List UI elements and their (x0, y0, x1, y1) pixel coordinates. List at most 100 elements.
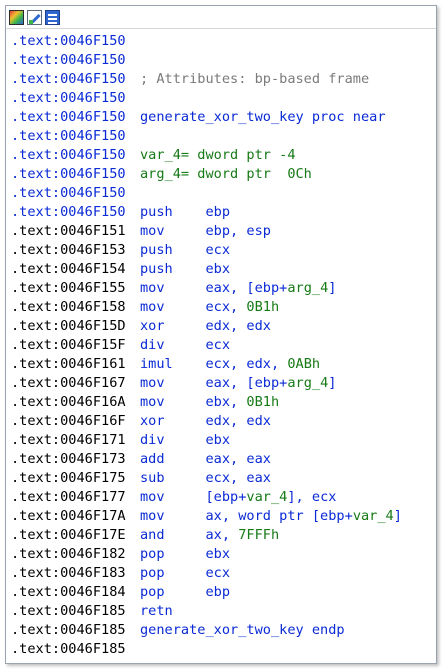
listing-view-icon[interactable] (45, 10, 60, 25)
code-token: mov (140, 375, 206, 391)
line-address: .text:0046F161 (11, 356, 126, 372)
line-address: .text:0046F16F (11, 413, 126, 429)
instruction-text: pop ebx (140, 545, 230, 564)
code-line[interactable]: .text:0046F150 (11, 184, 126, 203)
code-line[interactable]: .text:0046F158 (11, 298, 126, 317)
line-address: .text:0046F155 (11, 280, 126, 296)
code-line[interactable]: .text:0046F161 (11, 355, 126, 374)
code-line[interactable]: .text:0046F153 (11, 241, 126, 260)
instruction-text: arg_4= dword ptr 0Ch (140, 165, 312, 184)
code-token: eax, [ebp+ (205, 280, 288, 296)
code-line[interactable]: .text:0046F151 (11, 222, 126, 241)
code-line[interactable]: .text:0046F16F (11, 412, 126, 431)
code-token: pop (140, 565, 206, 581)
line-address: .text:0046F151 (11, 223, 126, 239)
code-token: ecx (205, 337, 231, 353)
code-line[interactable]: .text:0046F184 (11, 583, 126, 602)
code-line[interactable]: .text:0046F150 (11, 127, 126, 146)
code-token: mov (140, 223, 206, 239)
code-token: sub (140, 470, 206, 486)
code-token: arg_4 (287, 375, 329, 391)
code-token: generate_xor_two_key proc near (140, 109, 386, 125)
code-token: generate_xor_two_key endp (140, 622, 345, 638)
color-graph-icon[interactable] (9, 10, 24, 25)
code-token: ; Attributes: bp-based frame (140, 71, 370, 87)
line-address: .text:0046F185 (11, 641, 126, 657)
code-token: ] (328, 375, 337, 391)
line-address: .text:0046F171 (11, 432, 126, 448)
instruction-text: generate_xor_two_key proc near (140, 108, 386, 127)
code-line[interactable]: .text:0046F185 (11, 621, 126, 640)
line-address: .text:0046F16A (11, 394, 126, 410)
line-address: .text:0046F150 (11, 90, 126, 106)
code-token: xor (140, 318, 206, 334)
line-address: .text:0046F154 (11, 261, 126, 277)
code-token: [ebp+ (205, 489, 247, 505)
toolbar (6, 6, 436, 29)
edit-pen-icon[interactable] (27, 10, 42, 25)
code-line[interactable]: .text:0046F182 (11, 545, 126, 564)
code-line[interactable]: .text:0046F154 (11, 260, 126, 279)
code-token: ebp (205, 204, 231, 220)
disassembly-listing[interactable]: .text:0046F150.text:0046F150.text:0046F1… (6, 32, 436, 663)
instruction-text: ; Attributes: bp-based frame (140, 70, 369, 89)
code-line[interactable]: .text:0046F17A (11, 507, 126, 526)
instruction-text: div ebx (140, 431, 230, 450)
code-line[interactable]: .text:0046F150 (11, 51, 126, 70)
code-token: arg_4 (287, 280, 329, 296)
instruction-text: mov ecx, 0B1h (140, 298, 279, 317)
code-token: var_4= dword ptr -4 (140, 147, 296, 163)
code-line[interactable]: .text:0046F150 (11, 89, 126, 108)
code-line[interactable]: .text:0046F150 (11, 146, 126, 165)
code-line[interactable]: .text:0046F173 (11, 450, 126, 469)
code-line[interactable]: .text:0046F185 (11, 640, 126, 659)
code-token: ebp, esp (205, 223, 271, 239)
instruction-text: pop ebp (140, 583, 230, 602)
code-token: pop (140, 584, 206, 600)
code-line[interactable]: .text:0046F150 (11, 32, 126, 51)
code-line[interactable]: .text:0046F150 (11, 108, 126, 127)
code-line[interactable]: .text:0046F15D (11, 317, 126, 336)
code-token: and (140, 527, 206, 543)
line-address: .text:0046F158 (11, 299, 126, 315)
line-address: .text:0046F150 (11, 147, 126, 163)
line-address: .text:0046F167 (11, 375, 126, 391)
instruction-text: xor edx, edx (140, 412, 271, 431)
code-line[interactable]: .text:0046F150 (11, 70, 126, 89)
instruction-text: var_4= dword ptr -4 (140, 146, 296, 165)
code-line[interactable]: .text:0046F185 (11, 602, 126, 621)
code-token: ] (328, 280, 337, 296)
code-token: imul (140, 356, 206, 372)
code-line[interactable]: .text:0046F150 (11, 203, 126, 222)
ink-shape (29, 20, 33, 24)
code-line[interactable]: .text:0046F167 (11, 374, 126, 393)
code-token: div (140, 432, 206, 448)
code-token: mov (140, 299, 206, 315)
code-line[interactable]: .text:0046F15F (11, 336, 126, 355)
code-token: ebx (205, 546, 231, 562)
line-address: .text:0046F184 (11, 584, 126, 600)
code-token: mov (140, 280, 206, 296)
code-line[interactable]: .text:0046F155 (11, 279, 126, 298)
code-line[interactable]: .text:0046F175 (11, 469, 126, 488)
line-address: .text:0046F150 (11, 128, 126, 144)
line-address: .text:0046F17A (11, 508, 126, 524)
instruction-text: sub ecx, eax (140, 469, 271, 488)
line-address: .text:0046F17E (11, 527, 126, 543)
code-line[interactable]: .text:0046F150 (11, 165, 126, 184)
code-line[interactable]: .text:0046F17E (11, 526, 126, 545)
code-token: 7FFFh (238, 527, 280, 543)
instruction-text: mov eax, [ebp+arg_4] (140, 374, 336, 393)
code-line[interactable]: .text:0046F183 (11, 564, 126, 583)
listing-bar (48, 14, 57, 16)
instruction-text: mov [ebp+var_4], ecx (140, 488, 336, 507)
code-line[interactable]: .text:0046F177 (11, 488, 126, 507)
code-line[interactable]: .text:0046F16A (11, 393, 126, 412)
code-line[interactable]: .text:0046F171 (11, 431, 126, 450)
code-token: ecx, edx, (205, 356, 288, 372)
code-token: push (140, 261, 206, 277)
code-token: ebp (205, 584, 231, 600)
code-token: push (140, 242, 206, 258)
code-token: div (140, 337, 206, 353)
line-address: .text:0046F150 (11, 166, 126, 182)
